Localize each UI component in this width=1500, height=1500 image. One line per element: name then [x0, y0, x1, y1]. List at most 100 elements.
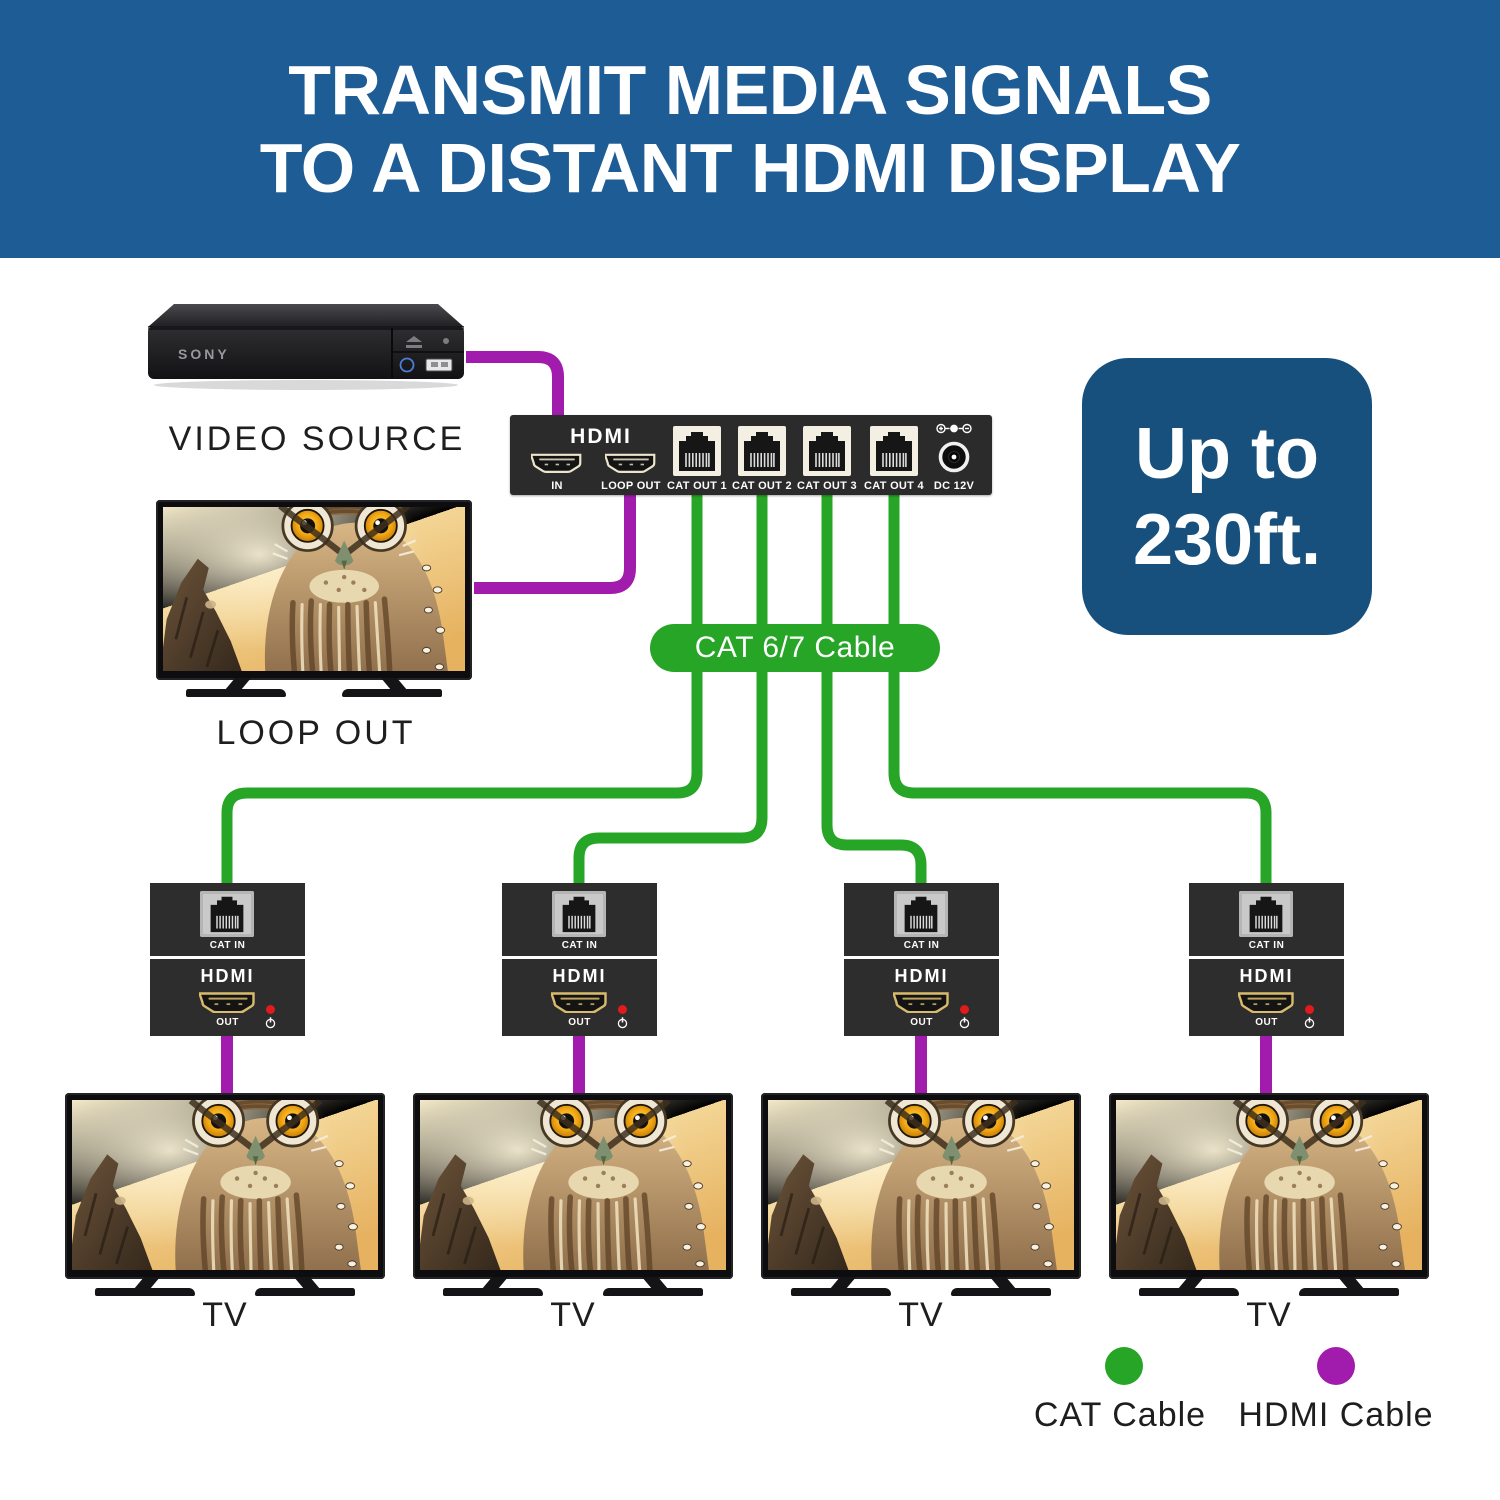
cat-cable-2: [573, 493, 768, 885]
power-icon: [1304, 1016, 1315, 1029]
tv-foot: [95, 1277, 195, 1296]
bluray-logo: [399, 357, 415, 373]
receiver-hdmi-section: HDMI OUT: [502, 959, 657, 1036]
port-label-cat-out-4: CAT OUT 4: [864, 480, 924, 492]
tv-screen: [420, 1100, 726, 1270]
dc-power-jack: [938, 441, 970, 473]
receiver-cat-section: CAT IN: [502, 883, 657, 956]
port-label-loop-out: LOOP OUT: [601, 480, 661, 492]
cat-in-port: [1239, 891, 1293, 937]
receiver-hdmi-section: HDMI OUT: [844, 959, 999, 1036]
out-label: OUT: [1255, 1017, 1278, 1028]
hdmi-loop-out-port: [605, 453, 656, 473]
receiver-2: CAT IN HDMI OUT: [502, 883, 657, 1036]
port-label-cat-out-3: CAT OUT 3: [797, 480, 857, 492]
hdmi-out-port: [1238, 992, 1294, 1013]
tv-4-label: TV: [1246, 1296, 1292, 1334]
hdmi-logo: HDMI: [552, 966, 607, 986]
tv-4: [1109, 1093, 1429, 1296]
usb-port: [425, 358, 453, 372]
out-label: OUT: [216, 1017, 239, 1028]
cat-in-port: [200, 891, 254, 937]
out-label: OUT: [910, 1017, 933, 1028]
title-line-2: TO A DISTANT HDMI DISPLAY: [259, 129, 1241, 207]
tv-3: [761, 1093, 1081, 1296]
tv-foot: [443, 1277, 543, 1296]
cat-in-label: CAT IN: [209, 940, 246, 951]
tv-screen: [72, 1100, 378, 1270]
cat-in-label: CAT IN: [903, 940, 940, 951]
cat-out-4-port: [870, 426, 918, 476]
cat-cable-legend-label: CAT Cable: [1033, 1396, 1207, 1434]
receiver-cat-section: CAT IN: [844, 883, 999, 956]
power-icon: [265, 1016, 276, 1029]
power-led: [266, 1005, 275, 1014]
receiver-3: CAT IN HDMI OUT: [844, 883, 999, 1036]
owl-image: [1116, 1100, 1422, 1270]
power-led: [1305, 1005, 1314, 1014]
hdmi-logo: HDMI: [570, 425, 632, 448]
hdmi-cable-legend-label: HDMI Cable: [1238, 1396, 1434, 1434]
cat-cable-legend-dot: [1105, 1347, 1143, 1385]
power-led: [960, 1005, 969, 1014]
cat-cable-3: [821, 493, 927, 885]
receiver-4: CAT IN HDMI OUT: [1189, 883, 1344, 1036]
tv-2: [413, 1093, 733, 1296]
tv-3-label: TV: [898, 1296, 944, 1334]
owl-image: [768, 1100, 1074, 1270]
tv-1-label: TV: [202, 1296, 248, 1334]
eject-icon: [406, 336, 422, 348]
video-source-player: SONY: [148, 304, 464, 390]
cat-out-3-port: [803, 426, 851, 476]
receiver-hdmi-section: HDMI OUT: [150, 959, 305, 1036]
loop-out-tv-screen: [163, 507, 465, 671]
tv-foot: [951, 1277, 1051, 1296]
tv-foot: [255, 1277, 355, 1296]
header-banner: TRANSMIT MEDIA SIGNALS TO A DISTANT HDMI…: [0, 0, 1500, 258]
distance-badge: Up to 230ft.: [1082, 358, 1372, 635]
hdmi-out-port: [199, 992, 255, 1013]
dc-polarity-icon: [936, 423, 972, 434]
loop-out-tv: [156, 500, 472, 697]
cat-in-port: [552, 891, 606, 937]
cat-out-1-port: [673, 426, 721, 476]
power-button: [443, 338, 449, 344]
hdmi-logo: HDMI: [894, 966, 949, 986]
hdmi-out-port: [551, 992, 607, 1013]
hdmi-cable-loop-out-to-tv: [474, 493, 636, 594]
cat-out-2-port: [738, 426, 786, 476]
hdmi-logo: HDMI: [200, 966, 255, 986]
cat-cable-badge: CAT 6/7 Cable: [650, 624, 940, 672]
receiver-hdmi-section: HDMI OUT: [1189, 959, 1344, 1036]
port-label-cat-out-1: CAT OUT 1: [667, 480, 727, 492]
tv-screen: [1116, 1100, 1422, 1270]
player-brand: SONY: [178, 346, 230, 362]
tv-1: [65, 1093, 385, 1296]
loop-out-label: LOOP OUT: [216, 714, 416, 752]
port-label-dc-12v: DC 12V: [933, 480, 975, 492]
cat-cable-1: [221, 493, 703, 885]
out-label: OUT: [568, 1017, 591, 1028]
power-led: [618, 1005, 627, 1014]
video-source-label: VIDEO SOURCE: [168, 420, 466, 458]
port-label-in: IN: [551, 480, 563, 492]
tv-foot: [342, 678, 442, 697]
hdmi-splitter-transmitter: HDMI IN LOOP OUT CAT OUT 1 CAT OUT 2 CAT…: [510, 415, 992, 495]
cat-cable-4: [888, 493, 1272, 885]
cat-in-label: CAT IN: [1248, 940, 1285, 951]
receiver-cat-section: CAT IN: [150, 883, 305, 956]
receiver-cat-section: CAT IN: [1189, 883, 1344, 956]
receiver-1: CAT IN HDMI OUT: [150, 883, 305, 1036]
player-top-face: [148, 304, 464, 327]
hdmi-in-port: [531, 453, 582, 473]
hdmi-cable-source-to-splitter: [466, 351, 564, 416]
cat-in-port: [894, 891, 948, 937]
cat-in-label: CAT IN: [561, 940, 598, 951]
tv-screen: [768, 1100, 1074, 1270]
distance-line-1: Up to: [1135, 413, 1319, 494]
power-icon: [617, 1016, 628, 1029]
hdmi-logo: HDMI: [1239, 966, 1294, 986]
title-line-1: TRANSMIT MEDIA SIGNALS: [288, 51, 1212, 129]
